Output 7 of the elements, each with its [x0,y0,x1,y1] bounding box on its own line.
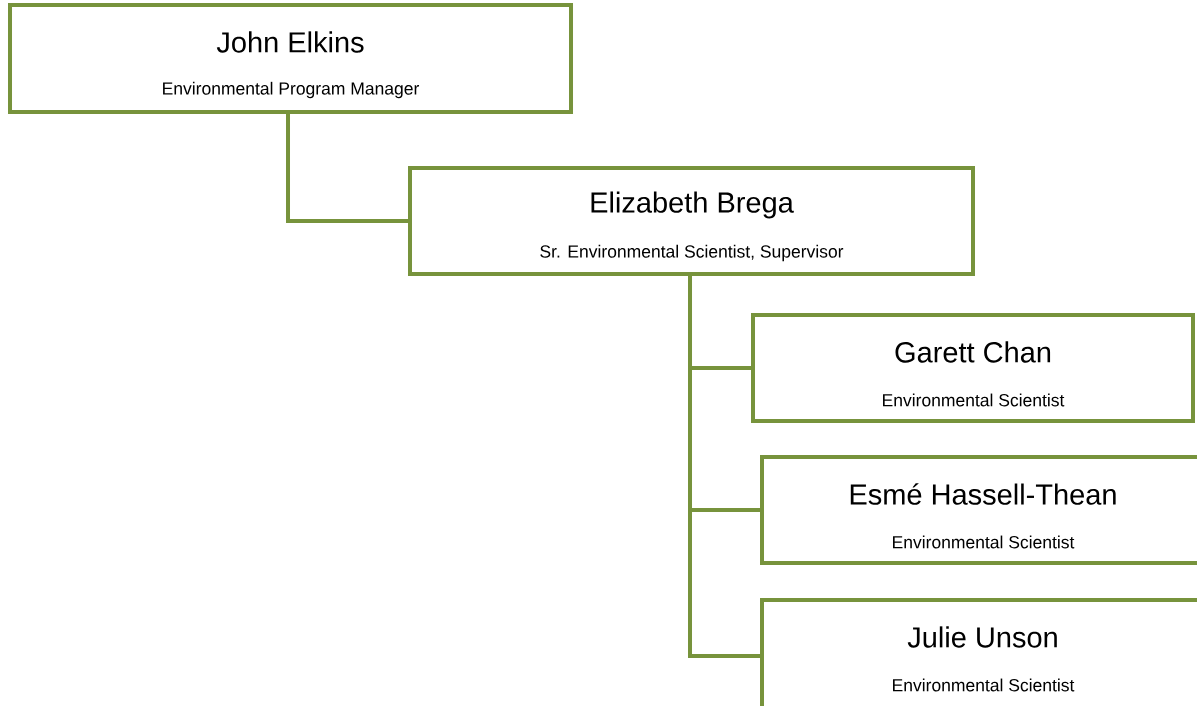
org-box: Elizabeth Brega Sr. Environmental Scientist, Supervisor [408,166,975,276]
connector-line [688,276,760,658]
org-box: John Elkins Environmental Program Manager [8,3,573,114]
connector-line [286,114,408,223]
org-box: Garett Chan Environmental Scientist [751,313,1195,423]
org-box: Julie Unson Environmental Scientist [760,598,1197,706]
org-box: Esmé Hassell-Thean Environmental Scientist [760,455,1197,565]
